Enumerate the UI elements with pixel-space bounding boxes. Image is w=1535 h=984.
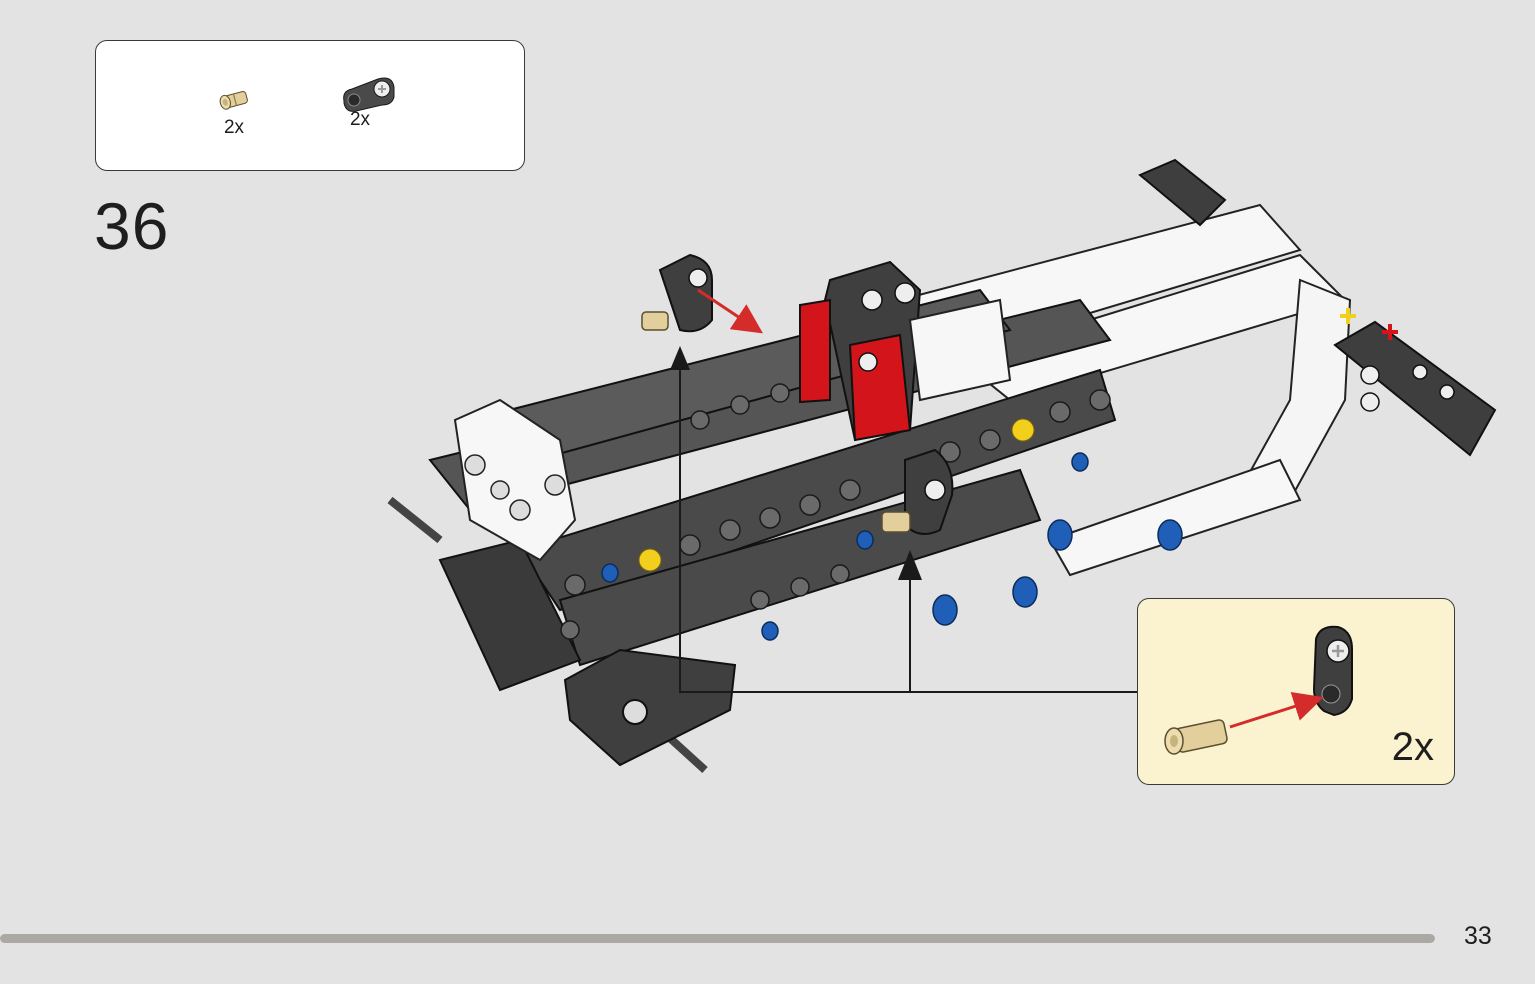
black-pin-connector-icon xyxy=(343,77,395,112)
progress-bar xyxy=(0,934,1435,943)
sub-assembly-diagram xyxy=(1164,625,1353,755)
page-number: 33 xyxy=(1464,922,1492,950)
progress-fill xyxy=(0,934,1435,943)
blue-pins xyxy=(601,452,1183,641)
white-front-bracket xyxy=(453,398,577,562)
added-connector-middle xyxy=(881,448,954,535)
part-quantity: 2x xyxy=(349,109,371,130)
beam-holes xyxy=(560,383,1111,640)
sub-assembly-callout: 2x xyxy=(1137,598,1455,785)
tan-friction-pin-icon xyxy=(219,91,248,110)
added-connector-top xyxy=(641,253,763,334)
arrowhead-up-middle xyxy=(898,550,922,580)
yellow-axle-markers xyxy=(638,418,1035,572)
arrowhead-up-left xyxy=(670,346,690,370)
red-liftarms xyxy=(799,260,1012,442)
sub-assembly-quantity: 2x xyxy=(1391,725,1434,769)
front-axle xyxy=(387,496,737,773)
parts-list-item: 2x xyxy=(338,73,395,131)
callout-pointer-lines xyxy=(679,360,1137,693)
parts-list-box: 2x 2x xyxy=(95,40,525,171)
black-pin-connector-icon xyxy=(1312,625,1353,717)
black-rear-beams xyxy=(1138,158,1497,457)
part-quantity: 2x xyxy=(223,117,245,138)
step-number: 36 xyxy=(94,189,170,263)
tan-friction-pin-icon xyxy=(1164,719,1228,755)
parts-list-item: 2x xyxy=(214,85,254,139)
